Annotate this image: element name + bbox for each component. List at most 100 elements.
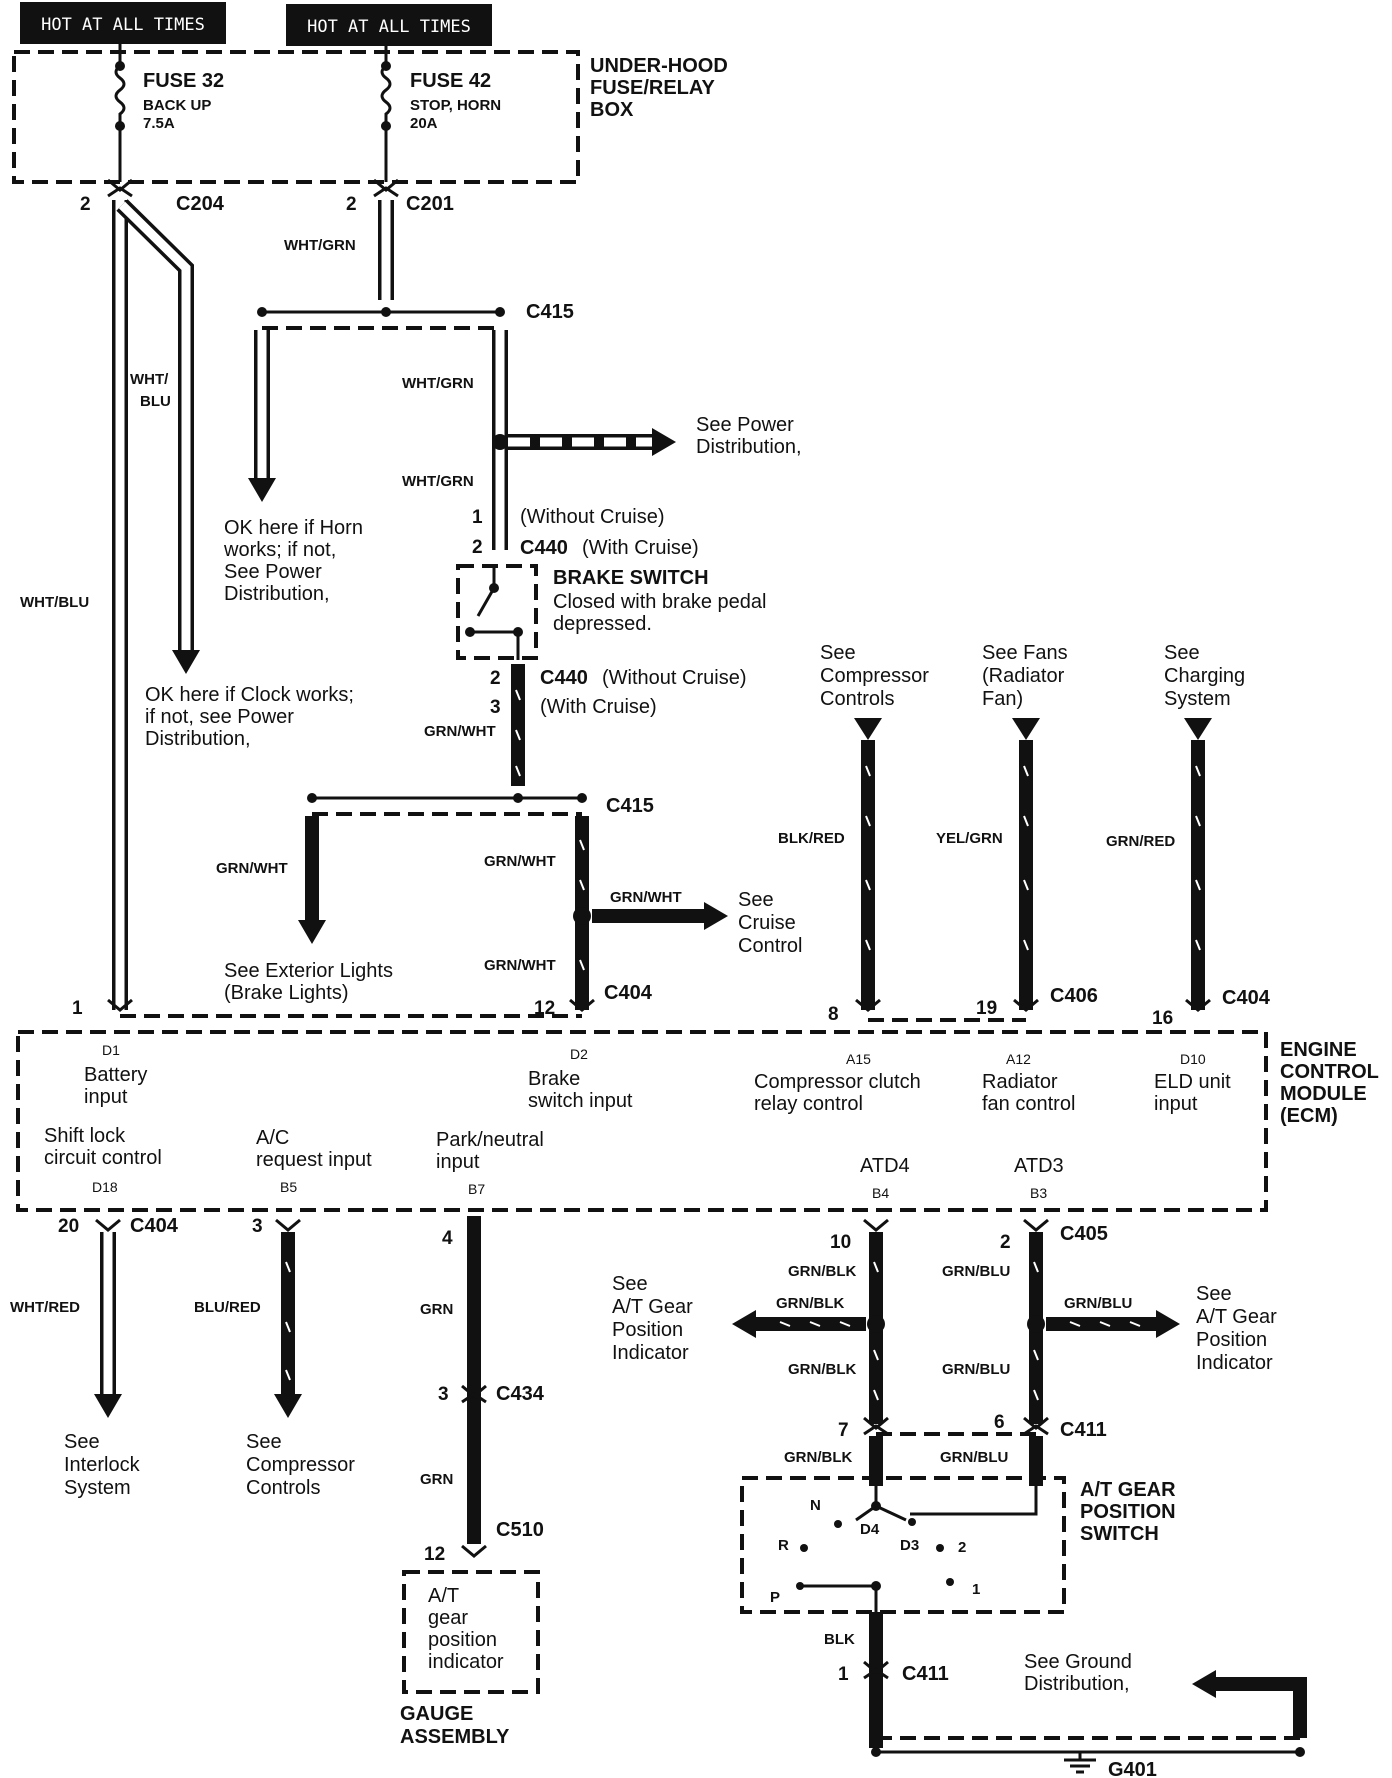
svg-text:See: See	[738, 889, 774, 911]
exterior-lights-note: See Exterior Lights (Brake Lights)	[224, 960, 393, 1004]
svg-text:See: See	[1164, 642, 1200, 664]
svg-text:See Fans: See Fans	[982, 642, 1068, 664]
svg-text:See Ground: See Ground	[1024, 1651, 1132, 1673]
cruise-arrow	[704, 902, 728, 930]
interlock-note: See Interlock System	[64, 1431, 141, 1499]
svg-text:Controls: Controls	[246, 1477, 320, 1499]
wire-label-grn-red: GRN/RED	[1106, 833, 1175, 850]
c510-label: C510	[496, 1519, 544, 1541]
wire-label-grn-blk-1: GRN/BLK	[788, 1263, 856, 1280]
c204-connector-symbol	[107, 178, 133, 198]
wire-wht-blu-branch	[116, 199, 194, 650]
fans-note: See Fans (Radiator Fan)	[982, 642, 1068, 710]
without-cruise-note: (Without Cruise)	[520, 506, 664, 528]
wire-label-grn-2: GRN	[420, 1471, 453, 1488]
c440-label-a: C440	[520, 537, 568, 559]
ecm-pin-16: 16	[1152, 1008, 1173, 1029]
svg-text:Brake: Brake	[528, 1068, 580, 1090]
charging-note: See Charging System	[1164, 642, 1245, 710]
brake-switch-title: BRAKE SWITCH	[553, 567, 709, 589]
gauge-indicator-label: A/T gear position indicator	[428, 1585, 504, 1673]
with-cruise-note: (With Cruise)	[582, 537, 699, 559]
svg-text:Fan): Fan)	[982, 688, 1023, 710]
svg-text:Indicator: Indicator	[612, 1342, 689, 1364]
wire-label-wht-red: WHT/RED	[10, 1299, 80, 1316]
compressor-bot-note: See Compressor Controls	[246, 1431, 355, 1499]
c440-label-b: C440	[540, 667, 588, 689]
pin-3-c434: 3	[438, 1384, 449, 1405]
wire-label-grn-blk-4: GRN/BLK	[784, 1449, 852, 1466]
wire-label-grn-wht-2: GRN/WHT	[216, 860, 288, 877]
svg-text:(Brake Lights): (Brake Lights)	[224, 982, 349, 1004]
svg-text:B5: B5	[280, 1179, 297, 1195]
charging-arrow	[1184, 718, 1212, 740]
svg-text:Interlock: Interlock	[64, 1454, 141, 1476]
svg-text:See: See	[246, 1431, 282, 1453]
pin-1-c411: 1	[838, 1664, 849, 1685]
svg-text:Compressor: Compressor	[820, 665, 929, 687]
svg-text:input: input	[84, 1086, 128, 1108]
wire-label-wht-blu-main: WHT/BLU	[20, 594, 89, 611]
compressor-top-arrow	[854, 718, 882, 740]
fuse42-node-top	[381, 61, 391, 71]
svg-text:input: input	[1154, 1093, 1198, 1115]
c201-pin: 2	[346, 194, 357, 215]
svg-text:See: See	[64, 1431, 100, 1453]
svg-text:See: See	[820, 642, 856, 664]
svg-text:D18: D18	[92, 1179, 118, 1195]
c415-top-label: C415	[526, 301, 574, 323]
svg-text:relay control: relay control	[754, 1093, 863, 1115]
svg-text:Indicator: Indicator	[1196, 1352, 1273, 1374]
c440b-pin-2: 2	[490, 668, 501, 689]
svg-text:UNDER-HOOD: UNDER-HOOD	[590, 55, 728, 77]
horn-note: OK here if Horn works; if not, See Power…	[223, 517, 363, 605]
fuse32-name: FUSE 32	[143, 70, 224, 92]
svg-text:See: See	[612, 1273, 648, 1295]
svg-text:switch input: switch input	[528, 1090, 633, 1112]
at-gear-left-note: See A/T Gear Position Indicator	[612, 1273, 693, 1364]
wire-label-grn-wht-3: GRN/WHT	[484, 853, 556, 870]
c405-label: C405	[1060, 1223, 1108, 1245]
fuse32-node-bottom	[115, 121, 125, 131]
svg-text:(Radiator: (Radiator	[982, 665, 1065, 687]
wire-label-grn-blk-2: GRN/BLK	[776, 1295, 844, 1312]
fuse32-rating: 7.5A	[143, 115, 175, 132]
svg-text:System: System	[1164, 688, 1231, 710]
fuse-relay-box	[12, 50, 580, 184]
ground-note: See Ground Distribution,	[1024, 1651, 1132, 1695]
ecm-a12-radiator-fan: A12 Radiator fan control	[982, 1051, 1075, 1115]
svg-text:Park/neutral: Park/neutral	[436, 1129, 544, 1151]
ecm-pin-19: 19	[976, 998, 997, 1019]
svg-text:B3: B3	[1030, 1185, 1047, 1201]
svg-text:circuit control: circuit control	[44, 1147, 162, 1169]
ext-lights-arrow	[298, 920, 326, 944]
svg-text:indicator: indicator	[428, 1651, 504, 1673]
svg-text:BOX: BOX	[590, 99, 634, 121]
svg-text:ELD unit: ELD unit	[1154, 1071, 1231, 1093]
c440-pin-2: 2	[472, 537, 483, 558]
wire-label-wht-blu-branch-b: BLU	[140, 393, 171, 410]
c406-label: C406	[1050, 985, 1098, 1007]
svg-text:D10: D10	[1180, 1051, 1206, 1067]
svg-text:CONTROL: CONTROL	[1280, 1061, 1379, 1083]
c204-label: C204	[176, 193, 225, 215]
at-position-n: N	[810, 1497, 821, 1514]
c440b-pin-3: 3	[490, 697, 501, 718]
wire-label-grn-blu-4: GRN/BLU	[940, 1449, 1008, 1466]
pin-20: 20	[58, 1216, 79, 1237]
ground-dist-arrow	[1192, 1670, 1216, 1698]
svg-text:A15: A15	[846, 1051, 871, 1067]
hot-label-fuse32: HOT AT ALL TIMES	[20, 2, 226, 44]
svg-text:POSITION: POSITION	[1080, 1501, 1176, 1523]
with-cruise-note-2: (With Cruise)	[540, 696, 657, 718]
pin-7-c411: 7	[838, 1420, 849, 1441]
c411-top-label: C411	[1060, 1419, 1107, 1441]
wire-label-grn-blu-1: GRN/BLU	[942, 1263, 1010, 1280]
svg-text:See Power: See Power	[696, 414, 794, 436]
wire-label-grn-wht-1: GRN/WHT	[424, 723, 496, 740]
svg-text:ATD4: ATD4	[860, 1155, 910, 1177]
svg-text:MODULE: MODULE	[1280, 1083, 1367, 1105]
pin-12-c510: 12	[424, 1544, 445, 1565]
svg-text:A/T Gear: A/T Gear	[612, 1296, 693, 1318]
